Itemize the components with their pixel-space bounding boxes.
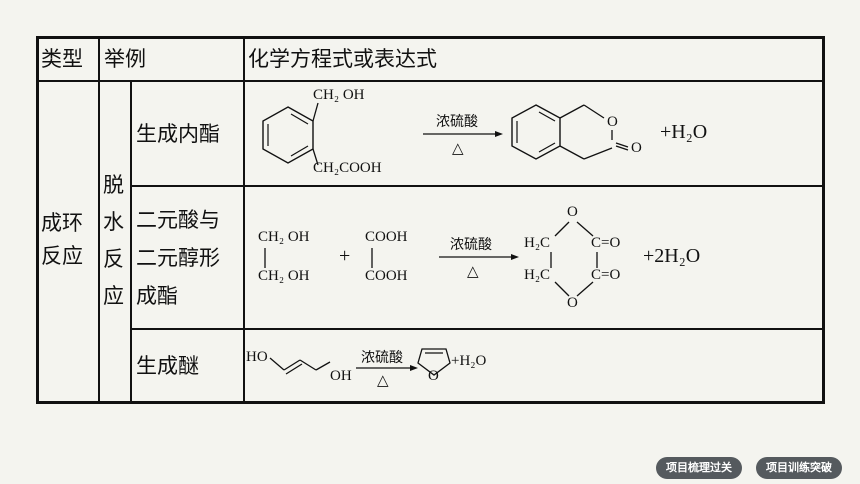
diol-bond (264, 248, 266, 268)
reactant-ch2oh: CH₂ OH (313, 87, 365, 103)
row1-divider (130, 185, 825, 187)
lactone-carbonyl-o: O (631, 140, 642, 156)
plus-sign: + (339, 245, 351, 267)
col1-divider (98, 36, 100, 404)
acid-bond (371, 248, 373, 268)
reaction-condition: 浓硫酸 (450, 237, 492, 253)
subcategory-char: 反 (103, 247, 124, 271)
cyclic-diester-product (550, 221, 598, 297)
dihydrofuran-product (417, 348, 451, 376)
row2-name-line3: 成酯 (136, 284, 178, 308)
reaction-table (36, 36, 825, 404)
substituent-bonds (312, 102, 319, 166)
reaction-condition: 浓硫酸 (436, 114, 478, 130)
row3-name: 生成醚 (136, 354, 199, 378)
ring-top-o: O (567, 204, 578, 220)
row2-name-line1: 二元酸与 (136, 208, 220, 232)
ring-ch2-top: H₂C (524, 235, 551, 251)
ring-ch2-bottom: H₂C (524, 267, 551, 283)
diol-bottom: CH₂ OH (258, 268, 310, 284)
lactone-product (511, 104, 629, 160)
water-product: +H₂O (660, 121, 708, 143)
heat-symbol: △ (467, 262, 479, 280)
category-line2: 反应 (41, 244, 83, 268)
row2-name-line2: 二元醇形 (136, 246, 220, 270)
reaction-condition: 浓硫酸 (361, 350, 403, 366)
header-example: 举例 (104, 47, 146, 71)
header-equation: 化学方程式或表达式 (248, 47, 437, 71)
row2-divider (130, 328, 825, 330)
diol-oh: OH (330, 368, 352, 384)
reaction-arrow (356, 365, 418, 371)
category-line1: 成环 (41, 211, 83, 235)
review-button[interactable]: 项目梳理过关 (656, 457, 742, 479)
row1-name: 生成内酯 (136, 122, 220, 146)
ring-bottom-o: O (567, 295, 578, 311)
subcategory-char: 应 (103, 284, 124, 308)
col2-divider (130, 80, 132, 404)
ring-carbonyl-bottom: C=O (591, 267, 621, 283)
reaction-arrow (439, 254, 519, 260)
subcategory-char: 脱 (103, 173, 124, 197)
heat-symbol: △ (377, 371, 389, 389)
header-divider (36, 80, 825, 82)
subcategory-char: 水 (103, 210, 124, 234)
water-product: +2H₂O (643, 245, 701, 267)
diol-top: CH₂ OH (258, 229, 310, 245)
practice-button[interactable]: 项目训练突破 (756, 457, 842, 479)
ring-carbonyl-top: C=O (591, 235, 621, 251)
acid-bottom: COOH (365, 268, 408, 284)
col3-divider (243, 36, 245, 404)
butenediol-chain (269, 357, 331, 375)
reaction-arrow (423, 131, 503, 137)
header-type: 类型 (41, 47, 83, 71)
heat-symbol: △ (452, 139, 464, 157)
reactant-ch2cooh: CH₂COOH (313, 160, 382, 176)
furan-ring-o: O (428, 368, 439, 384)
acid-top: COOH (365, 229, 408, 245)
water-product: +H₂O (451, 353, 487, 369)
diol-ho: HO (246, 349, 268, 365)
lactone-ring-o: O (607, 114, 618, 130)
